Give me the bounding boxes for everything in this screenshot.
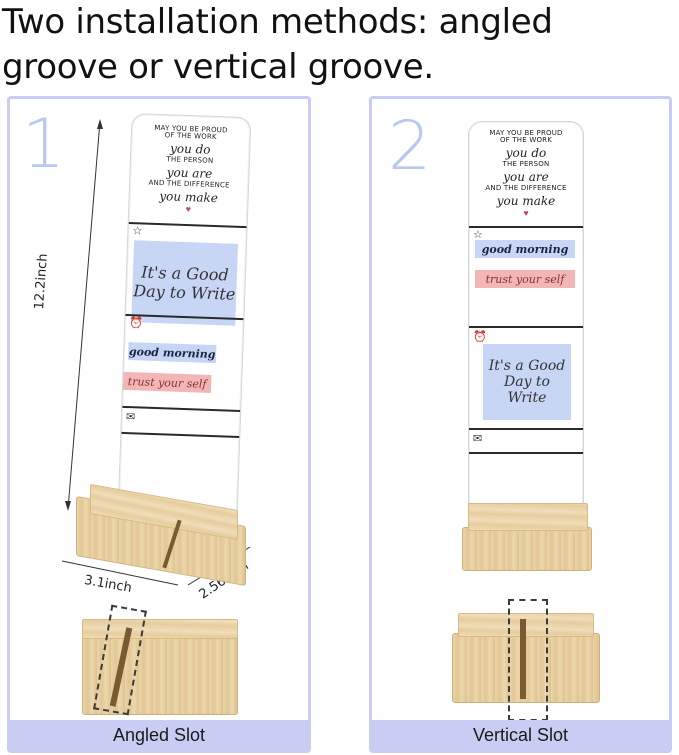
sticker-good-morning: good morning <box>475 240 575 258</box>
wooden-base-top <box>468 503 588 531</box>
sticker-trust-yourself: trust your self <box>475 270 575 288</box>
envelope-icon: ✉ <box>125 411 136 424</box>
panel-number: 1 <box>22 105 66 184</box>
base-closeup-top <box>82 619 238 639</box>
quote-line: you do <box>169 141 211 157</box>
headline: Two installation methods: angled groove … <box>2 2 553 87</box>
sticker-trust-yourself: trust your self <box>122 371 212 393</box>
note-line: Day to Write <box>132 281 236 304</box>
divider <box>469 428 583 430</box>
alarm-clock-icon: ⏰ <box>473 331 487 343</box>
alarm-clock-icon: ⏰ <box>128 317 144 330</box>
panel-number: 2 <box>388 107 432 186</box>
slot-highlight <box>508 599 548 721</box>
acrylic-sign: MAY YOU BE PROUD OF THE WORK you do THE … <box>116 113 252 547</box>
divider <box>469 452 583 454</box>
quote-line: you make <box>496 193 556 208</box>
sticker-good-morning: good morning <box>127 342 217 364</box>
base-closeup-top <box>458 613 594 637</box>
envelope-icon: ✉ <box>473 433 483 445</box>
divider <box>469 326 583 328</box>
vertical-slot-closeup <box>520 619 526 699</box>
quote-line: you are <box>503 169 549 184</box>
sign-quote: MAY YOU BE PROUD OF THE WORK you do THE … <box>469 129 583 219</box>
heart-icon: ♥ <box>185 204 192 215</box>
panel-vertical-slot: 2 MAY YOU BE PROUD OF THE WORK you do TH… <box>369 96 672 753</box>
quote-line: OF THE WORK <box>499 136 553 145</box>
star-icon: ☆ <box>132 225 143 238</box>
wooden-base <box>462 527 592 571</box>
heart-icon: ♥ <box>523 208 529 219</box>
quote-line: you make <box>159 188 219 205</box>
quote-line: you do <box>505 145 547 160</box>
divider <box>128 222 247 229</box>
panel-caption: Vertical Slot <box>372 720 669 750</box>
acrylic-sign: MAY YOU BE PROUD OF THE WORK you do THE … <box>468 121 584 547</box>
note-line: Day to Write <box>504 374 550 406</box>
quote-line: AND THE DIFFERENCE <box>485 184 567 193</box>
sign-quote: MAY YOU BE PROUD OF THE WORK you do THE … <box>129 124 250 217</box>
panel-angled-slot: 1 12.2inch 3.1inch 2.56inch MAY YOU BE P… <box>7 96 311 753</box>
divider <box>122 405 241 413</box>
divider <box>121 431 240 438</box>
star-icon: ☆ <box>473 229 483 241</box>
panel-caption: Angled Slot <box>10 720 308 750</box>
note-line: It's a Good <box>488 358 566 374</box>
quote-line: THE PERSON <box>502 160 550 169</box>
divider <box>469 226 583 228</box>
quote-line: MAY YOU BE PROUD <box>489 129 563 137</box>
